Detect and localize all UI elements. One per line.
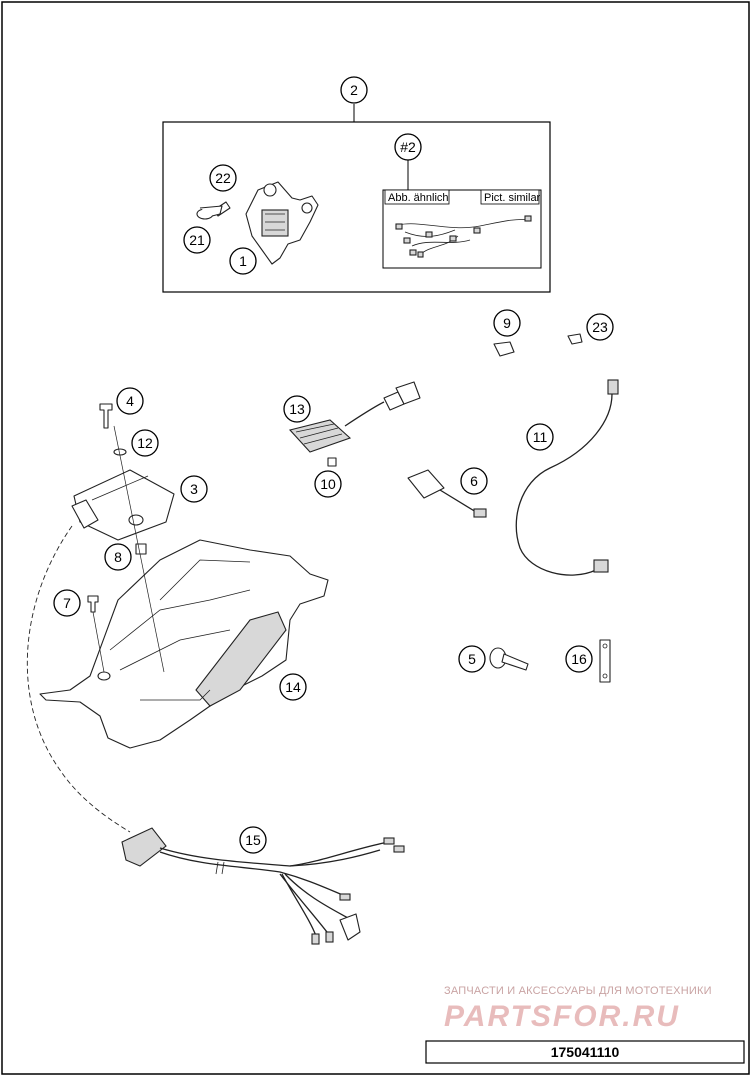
screw-4-drawing [99,403,113,429]
callout-3: 3 [180,475,208,503]
svg-text:6: 6 [470,473,478,489]
svg-text:1: 1 [239,253,247,269]
clamp-21-drawing [196,205,223,220]
svg-text:10: 10 [320,476,336,492]
screw-10-drawing [327,457,337,467]
svg-text:22: 22 [215,170,231,186]
cable-11-drawing [515,379,619,576]
callout-23: 23 [586,313,614,341]
wiring-harness-15-drawing [121,827,405,945]
callout-6: 6 [460,467,488,495]
callout-7: 7 [53,589,81,617]
inset-box [382,189,542,269]
watermark-line-2: PARTSFOR.RU [444,1000,680,1033]
callout-12: 12 [131,429,159,457]
leader-screw-7 [92,611,105,673]
svg-text:7: 7 [63,595,71,611]
inset-label-box-en [480,189,540,205]
callout-11: 11 [526,423,554,451]
svg-text:16: 16 [571,651,587,667]
callout-1: 1 [229,247,257,275]
mini-harness-drawing [395,215,532,258]
bracket-kit-drawing [245,181,319,265]
svg-text:3: 3 [190,481,198,497]
callout-13: 13 [283,395,311,423]
connector-6-drawing [407,469,487,518]
callout-pic2: #2 [394,133,422,161]
callout-9: 9 [493,309,521,337]
svg-text:23: 23 [592,319,608,335]
svg-text:5: 5 [468,651,476,667]
callout-16: 16 [565,645,593,673]
svg-text:15: 15 [245,832,261,848]
callout-22: 22 [209,164,237,192]
cable-tie-5-drawing [489,647,529,671]
callout-15: 15 [239,826,267,854]
svg-text:2: 2 [350,82,358,98]
electronics-box-14-drawing [39,539,329,749]
doc-number-box [425,1040,745,1064]
callout-14: 14 [279,673,307,701]
callout-8: 8 [104,543,132,571]
inset-label-de: Abb. ähnlich [388,192,449,204]
callout-10: 10 [314,470,342,498]
callout-2: 2 [340,76,368,104]
watermark-line-1: ЗАПЧАСТИ И АКСЕССУАРЫ ДЛЯ МОТОТЕХНИКИ [444,985,712,997]
svg-text:8: 8 [114,549,122,565]
connection-line [26,525,131,833]
svg-text:4: 4 [126,393,134,409]
inset-label-box-de [384,189,450,205]
doc-number: 175041110 [551,1044,620,1060]
svg-text:12: 12 [137,435,153,451]
clip-23-drawing [567,333,583,345]
svg-text:9: 9 [503,315,511,331]
kit-box [162,121,551,293]
callout-5: 5 [458,645,486,673]
svg-text:#2: #2 [400,139,416,155]
regulator-13-drawing [288,381,421,453]
strap-16-drawing [599,639,611,683]
ecu-3-drawing [71,469,175,541]
svg-text:11: 11 [533,429,548,445]
callout-4: 4 [116,387,144,415]
leader-screw-4 [113,425,165,673]
bushing-8-drawing [135,543,147,555]
inset-label-en: Pict. similar [484,192,541,204]
svg-text:13: 13 [289,401,305,417]
screw-7-drawing [87,595,99,613]
svg-text:21: 21 [189,232,205,248]
svg-text:14: 14 [285,679,301,695]
callout-21: 21 [183,226,211,254]
clip-9-drawing [493,341,515,357]
